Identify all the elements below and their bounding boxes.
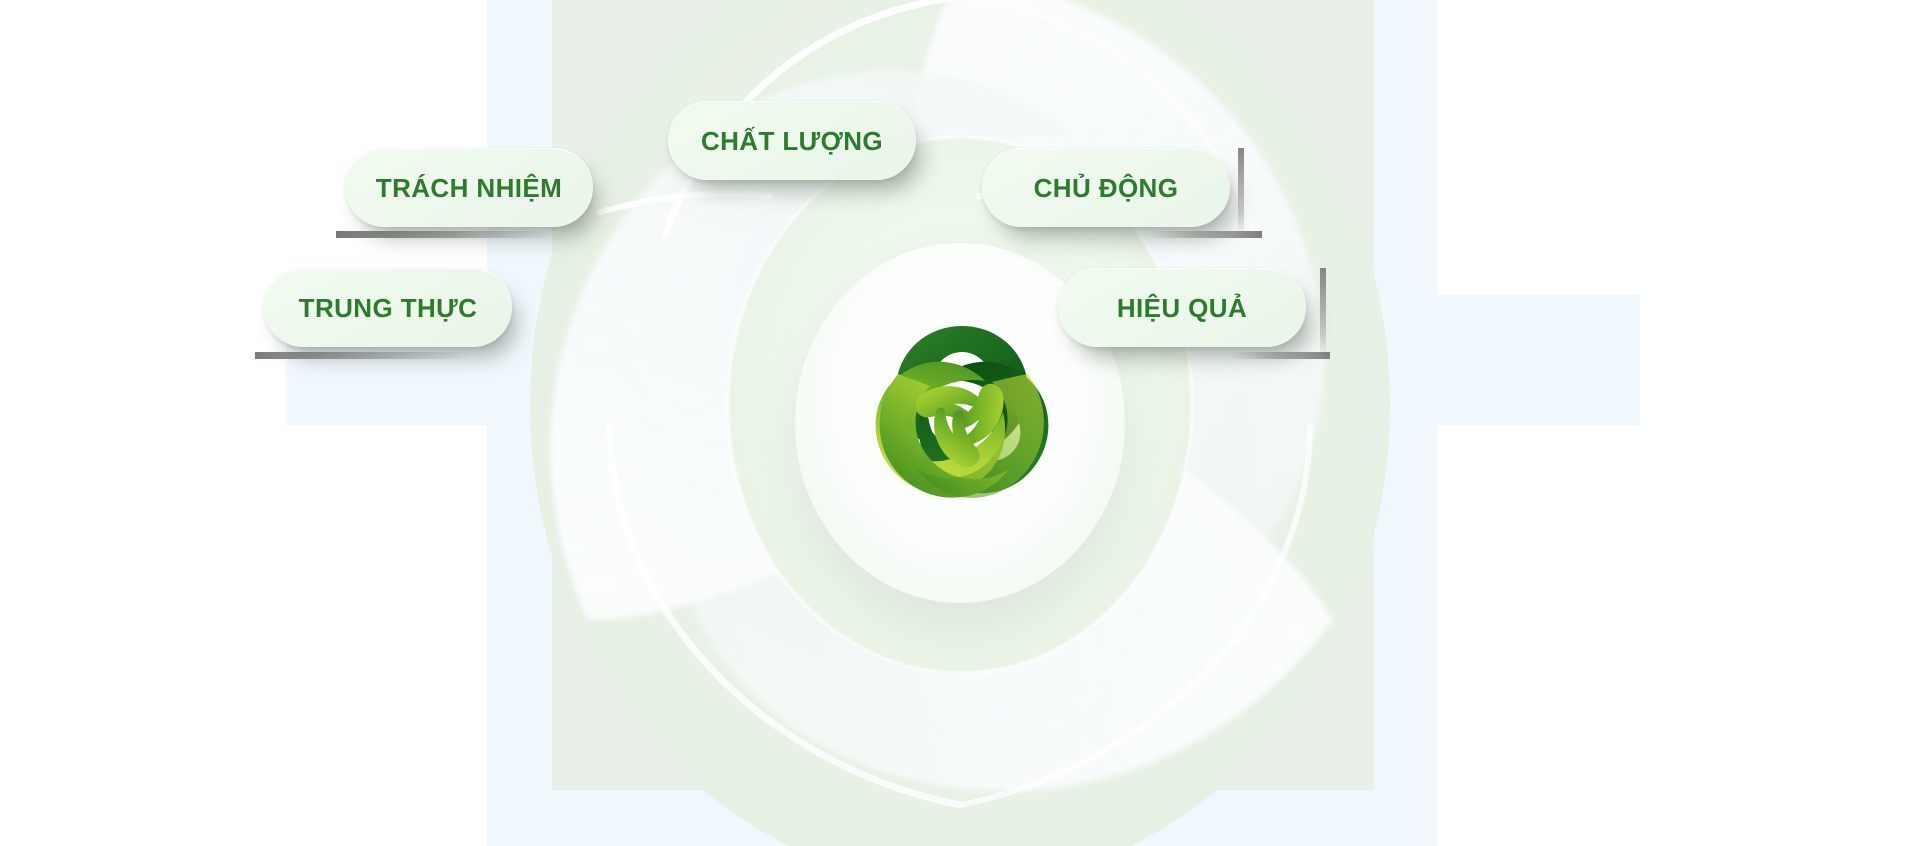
three-interlocking-hands-rings-logo (858, 312, 1066, 502)
value-pill-hieu-qua[interactable]: HIỆU QUẢ (1058, 268, 1306, 347)
pill-shadow-ledge (255, 352, 470, 359)
value-pill-label: TRÁCH NHIỆM (375, 172, 563, 203)
background-wing-right-blue (1410, 295, 1640, 425)
pill-shadow-ledge (1230, 352, 1330, 359)
pill-shadow-ledge-vertical (1238, 148, 1244, 234)
value-pill-chat-luong[interactable]: CHẤT LƯỢNG (668, 101, 916, 180)
value-pill-trung-thuc[interactable]: TRUNG THỰC (264, 268, 512, 347)
value-pill-label: CHẤT LƯỢNG (700, 125, 884, 156)
pill-shadow-ledge (336, 231, 551, 238)
value-pill-trach-nhiem[interactable]: TRÁCH NHIỆM (345, 148, 593, 227)
value-pill-chu-dong[interactable]: CHỦ ĐỘNG (982, 148, 1230, 227)
pill-shadow-ledge (1150, 231, 1262, 238)
value-pill-label: CHỦ ĐỘNG (1033, 172, 1179, 203)
value-pill-label: HIỆU QUẢ (1116, 292, 1248, 323)
pill-shadow-ledge-vertical (1320, 268, 1326, 356)
value-pill-label: TRUNG THỰC (298, 292, 478, 323)
